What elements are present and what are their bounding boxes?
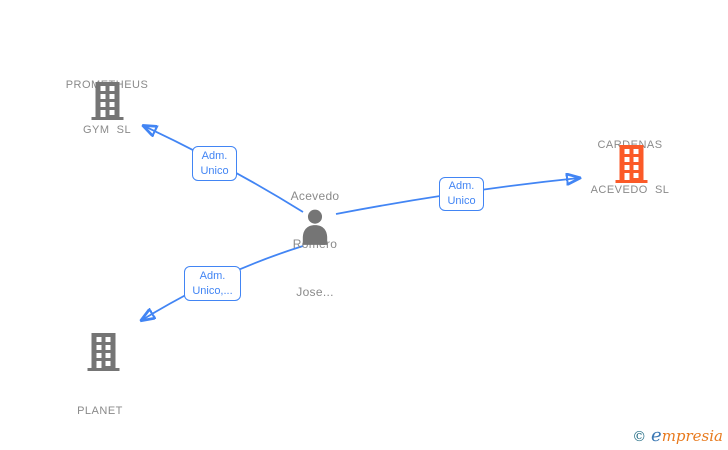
logo-brand-first-letter: e (651, 425, 662, 446)
edge-label-adm-unico-prometheus[interactable]: Adm. Unico (192, 146, 237, 181)
building-icon-cardenas[interactable] (615, 145, 648, 183)
logo-brand-rest: mpresia (661, 427, 723, 445)
person-icon[interactable] (300, 208, 330, 246)
edge-label-adm-unico-cardenas[interactable]: Adm. Unico (439, 177, 484, 211)
building-icon-planet[interactable] (87, 333, 120, 371)
building-icon-prometheus[interactable] (91, 82, 124, 120)
edge-label-adm-unico-planet[interactable]: Adm. Unico,... (184, 266, 241, 301)
copyright-icon: © (632, 429, 647, 445)
company-label-cardenas[interactable]: CARDENAS ACEVEDO SL (590, 139, 670, 196)
empresia-logo: © empresia (632, 427, 723, 446)
company-label-planet[interactable]: PLANET HUNA GYM SL (77, 405, 123, 417)
